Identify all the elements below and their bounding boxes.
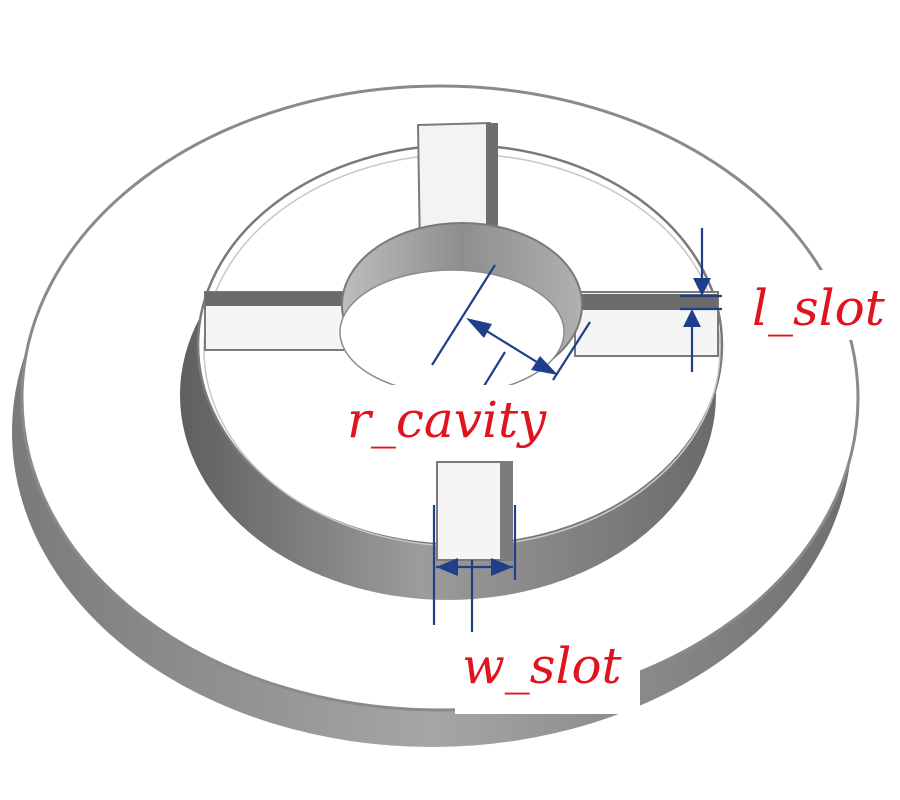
r-cavity-dimension xyxy=(431,264,591,387)
arrowhead-icon xyxy=(531,356,558,375)
l-slot-dimension xyxy=(680,228,722,372)
arrowhead-icon xyxy=(436,558,458,576)
arrowhead-icon xyxy=(466,318,492,338)
arrowhead-icon xyxy=(693,278,711,296)
r-cavity-label: r_cavity xyxy=(347,391,547,449)
arrowhead-icon xyxy=(491,558,513,576)
w-slot-label: w_slot xyxy=(462,637,623,695)
arrowhead-icon xyxy=(683,309,701,327)
w-slot-dimension xyxy=(432,505,517,640)
l-slot-label: l_slot xyxy=(752,279,886,337)
